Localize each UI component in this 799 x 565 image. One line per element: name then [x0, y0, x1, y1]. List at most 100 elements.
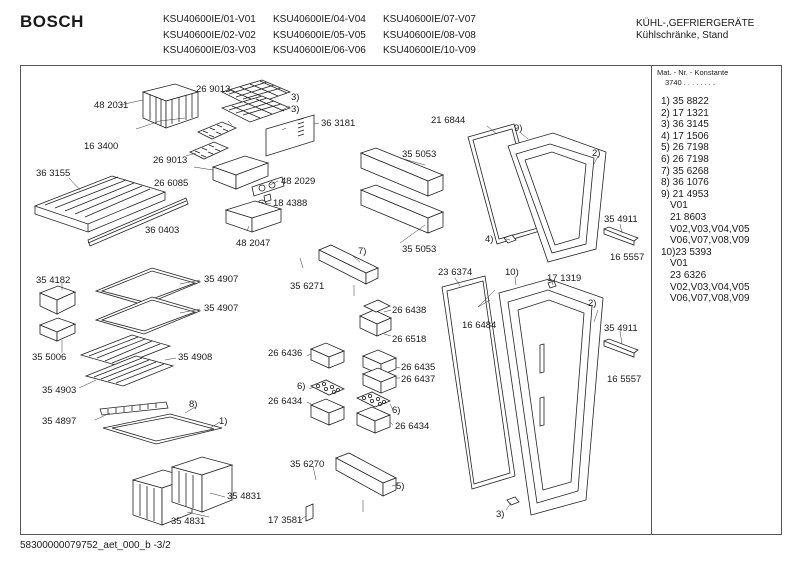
part-label: 35 5053	[402, 244, 436, 255]
parts-list-item: V06,V07,V08,V09	[670, 293, 750, 305]
glass-shelf-lower-drawing	[94, 296, 202, 335]
fridge-door-drawing	[498, 278, 604, 516]
door-shelf-upper-drawing	[359, 147, 445, 197]
ice-cube-mould-drawing	[189, 121, 237, 160]
small-box-drawing	[38, 285, 77, 315]
model-number: KSU40600IE/01-V01	[163, 14, 256, 25]
part-note-label: 5)	[396, 481, 404, 492]
part-label: 16 5557	[610, 252, 644, 263]
part-label: 35 6271	[290, 281, 324, 292]
model-number: KSU40600IE/06-V06	[273, 45, 366, 56]
parts-list-item: 9) 21 4953	[661, 188, 709, 200]
part-note-label: 2)	[592, 148, 600, 159]
parts-list-item: 6) 26 7198	[661, 153, 709, 165]
part-note-label: 6)	[392, 405, 400, 416]
part-label: 35 4831	[227, 491, 261, 502]
freezer-shelf-drawing	[33, 175, 167, 233]
part-label: 48 2031	[94, 100, 128, 111]
part-label: 26 6434	[268, 396, 302, 407]
part-note-label: 3)	[291, 104, 299, 115]
model-list-col-2: KSU40600IE/04-V04 KSU40600IE/05-V05 KSU4…	[273, 12, 366, 59]
part-label: 48 2029	[281, 176, 315, 187]
part-label: 35 4907	[204, 274, 238, 285]
model-list-col-3: KSU40600IE/07-V07 KSU40600IE/08-V08 KSU4…	[383, 12, 476, 59]
part-label: 36 3181	[321, 118, 355, 129]
part-label: 35 4911	[604, 214, 638, 225]
document-footer: 58300000079752_aet_000_b -3/2	[20, 540, 171, 551]
part-label: 35 5006	[32, 352, 66, 363]
parts-list-item: V06,V07,V08,V09	[670, 235, 750, 247]
part-label: 26 6436	[268, 348, 302, 359]
evaporator-housing-drawing	[211, 155, 270, 190]
model-number: KSU40600IE/04-V04	[273, 14, 366, 25]
parts-list: 1) 35 8822 2) 17 1321 3) 36 3145 4) 17 1…	[661, 96, 750, 305]
part-label: 23 6374	[438, 267, 472, 278]
part-note-label: 9)	[514, 123, 522, 134]
part-label: 17 1319	[547, 273, 581, 284]
butter-dish-right-drawing	[361, 349, 398, 394]
cover-plate-drawing	[265, 114, 315, 157]
door-handle-lower-drawing	[602, 338, 639, 358]
part-label: 35 4897	[42, 416, 76, 427]
parts-list-item: 2) 17 1321	[661, 107, 709, 119]
part-note-label: 4)	[485, 234, 493, 245]
material-constant: 3740 . . . . . . . .	[665, 78, 716, 87]
part-label: 17 3581	[268, 515, 302, 526]
bottle-rack-drawing	[312, 452, 397, 512]
parts-list-item: 10)23 5393	[661, 246, 712, 258]
part-note-label: 2)	[588, 298, 596, 309]
vegetable-drawer-right-drawing	[170, 456, 234, 513]
part-label: 26 6438	[392, 305, 426, 316]
part-label: 26 6435	[401, 362, 435, 373]
parts-list-item: 1) 35 8822	[661, 96, 709, 107]
small-container-drawing	[359, 299, 392, 337]
model-number: KSU40600IE/07-V07	[383, 14, 476, 25]
parts-list-item: 8) 36 1076	[661, 177, 709, 189]
material-number-header: Mat. - Nr. - Konstante 3740 . . . . . . …	[657, 68, 728, 88]
part-label: 21 6844	[431, 115, 465, 126]
part-label: 36 3155	[36, 168, 70, 179]
part-note-label: 10)	[505, 267, 519, 278]
hinge-bracket-drawing	[305, 503, 314, 522]
egg-shelf-drawing	[299, 244, 379, 296]
part-label: 36 0403	[145, 225, 179, 236]
part-note-label: 6)	[297, 381, 305, 392]
part-note-label: 8)	[189, 399, 197, 410]
leader-lines	[61, 87, 623, 522]
part-label: 18 4388	[273, 198, 307, 209]
freezer-door-drawing	[507, 132, 607, 263]
parts-list-item: 3) 36 3145	[661, 119, 709, 131]
container-lower-right-drawing	[355, 406, 392, 434]
part-label: 35 4907	[204, 303, 238, 314]
door-strip-drawing	[87, 197, 189, 247]
model-number: KSU40600IE/02-V02	[163, 29, 256, 41]
door-shelf-lower-drawing	[359, 184, 445, 234]
door-stop-drawing	[503, 234, 557, 506]
part-label: 26 6085	[154, 178, 188, 189]
part-label: 35 4908	[178, 352, 212, 363]
door-handle-upper-drawing	[602, 226, 639, 246]
egg-tray-left-drawing	[310, 379, 345, 396]
part-label: 16 6484	[462, 320, 496, 331]
container-lower-left-drawing	[309, 398, 346, 426]
parts-list-item: V01	[670, 200, 688, 212]
ice-cube-tray-drawing	[141, 83, 200, 129]
model-number: KSU40600IE/10-V09	[383, 45, 476, 56]
model-number: KSU40600IE/08-V08	[383, 29, 476, 41]
slatted-shelf-drawing	[79, 334, 175, 387]
parts-list-item: 4) 17 1506	[661, 130, 709, 142]
ice-grid-tray-drawing	[220, 79, 292, 123]
part-label: 35 4831	[171, 516, 205, 527]
crisper-cover-glass-drawing	[102, 413, 223, 445]
material-header-label: Mat. - Nr. - Konstante	[657, 68, 729, 77]
brand-logo: BOSCH	[20, 12, 84, 31]
butter-dish-left-drawing	[309, 342, 346, 369]
category-subtitle: Kühlschränke, Stand	[636, 30, 729, 41]
part-label: 35 4903	[42, 385, 76, 396]
drip-tray-drawing	[224, 200, 283, 233]
part-label: 16 3400	[84, 141, 118, 152]
small-tray-drawing	[38, 317, 77, 342]
model-number: KSU40600IE/05-V05	[273, 29, 366, 41]
part-note-label: 1)	[219, 416, 227, 427]
part-label: 26 6434	[395, 421, 429, 432]
